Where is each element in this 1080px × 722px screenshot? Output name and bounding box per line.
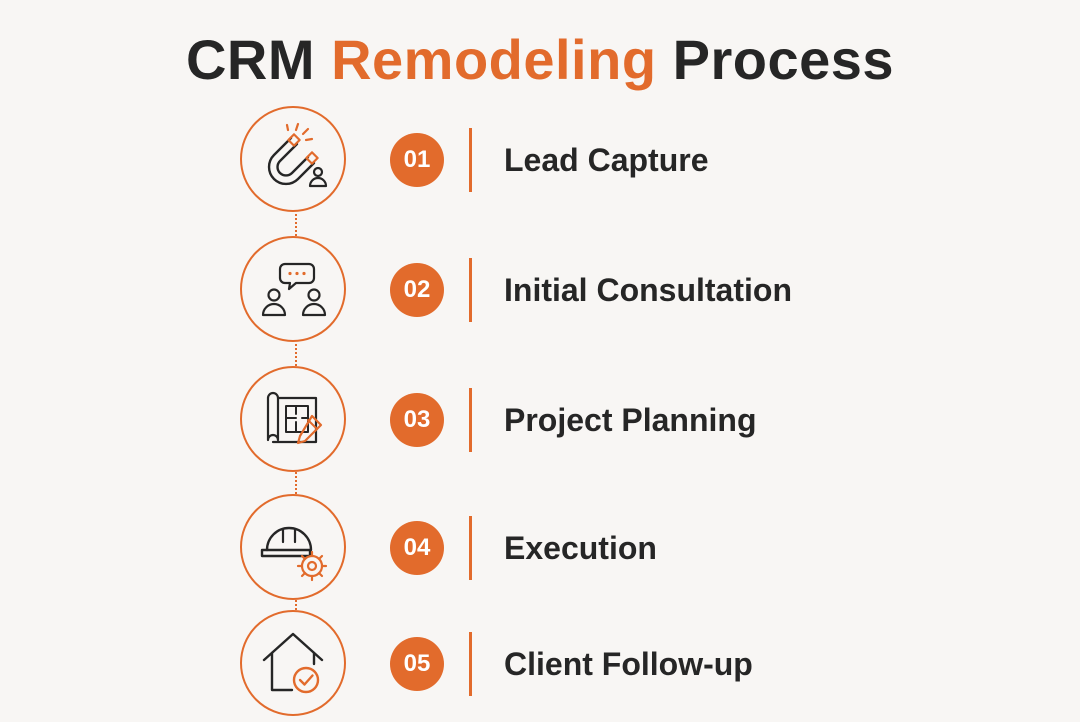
connector-3-4 bbox=[295, 472, 297, 494]
step-2-divider bbox=[469, 258, 472, 322]
step-4-number-badge: 04 bbox=[390, 521, 444, 575]
step-1-label: Lead Capture bbox=[504, 142, 709, 178]
title-part-2: Process bbox=[656, 28, 895, 91]
step-4-label: Execution bbox=[504, 530, 657, 566]
connector-1-2 bbox=[295, 214, 297, 236]
step-5-icon-circle bbox=[240, 610, 346, 716]
magnet-person-icon bbox=[267, 122, 328, 188]
step-2-label: Initial Consultation bbox=[504, 272, 792, 308]
step-3-number-badge: 03 bbox=[390, 393, 444, 447]
step-4-divider bbox=[469, 516, 472, 580]
hardhat-gear-icon bbox=[260, 526, 328, 582]
step-3: 03 Project Planning bbox=[0, 366, 1080, 478]
step-1-icon-circle bbox=[240, 106, 346, 212]
step-2-icon-circle bbox=[240, 236, 346, 342]
step-3-icon-circle bbox=[240, 366, 346, 472]
page-title: CRM Remodeling Process bbox=[0, 22, 1080, 98]
step-1-divider bbox=[469, 128, 472, 192]
step-1-number-badge: 01 bbox=[390, 133, 444, 187]
step-5-divider bbox=[469, 632, 472, 696]
people-chat-icon bbox=[261, 262, 327, 317]
step-5-number-badge: 05 bbox=[390, 637, 444, 691]
step-4: 04 Execution bbox=[0, 494, 1080, 606]
step-5: 05 Client Follow-up bbox=[0, 610, 1080, 722]
step-3-divider bbox=[469, 388, 472, 452]
title-accent: Remodeling bbox=[331, 28, 657, 91]
step-2-number-badge: 02 bbox=[390, 263, 444, 317]
step-1: 01 Lead Capture bbox=[0, 106, 1080, 218]
connector-2-3 bbox=[295, 344, 297, 366]
step-2: 02 Initial Consultation bbox=[0, 236, 1080, 348]
title-part-1: CRM bbox=[185, 28, 332, 91]
step-5-label: Client Follow-up bbox=[504, 646, 753, 682]
blueprint-pencil-icon bbox=[266, 391, 323, 445]
step-4-icon-circle bbox=[240, 494, 346, 600]
house-check-icon bbox=[262, 632, 324, 694]
step-3-label: Project Planning bbox=[504, 402, 757, 438]
